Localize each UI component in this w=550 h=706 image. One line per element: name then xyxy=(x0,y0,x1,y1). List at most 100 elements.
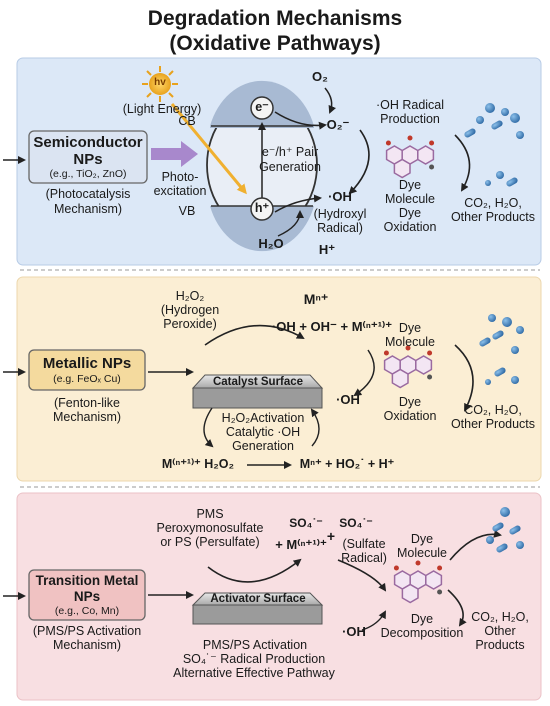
hydroxyl-label-2: Radical) xyxy=(317,221,363,235)
hole-to-oh-arrow xyxy=(274,194,322,213)
dye-label-2: Molecule xyxy=(384,192,436,206)
pms-to-so4-arrow xyxy=(207,558,302,583)
dye-molecule-icon-1 xyxy=(385,135,435,179)
products-label-2a: CO₂, H₂O, xyxy=(464,403,522,417)
product-particles-1 xyxy=(464,103,524,187)
mn-label: Mⁿ⁺ xyxy=(303,291,329,307)
pms-label-1: PMS xyxy=(196,507,224,521)
dye3-label-2: Molecule xyxy=(396,546,448,560)
dye3-label-4: Decomposition xyxy=(380,626,464,640)
electron-circle xyxy=(250,96,274,120)
dye3-to-products-arrow-2 xyxy=(447,589,467,627)
oh-label-2: ·OH xyxy=(336,392,360,407)
electron-to-o2-arrow xyxy=(274,111,327,130)
cb-label: CB xyxy=(178,114,196,128)
h2o2-label-1: H₂O₂ xyxy=(175,289,205,303)
fenton-eq-left: M⁽ⁿ⁺¹⁾⁺ H₂O₂ xyxy=(161,457,235,471)
dye3-label-3: Dye xyxy=(410,612,434,626)
pms-label-3: or PS (Persulfate) xyxy=(160,535,260,549)
pms-mechanism-2: Mechanism) xyxy=(52,638,122,652)
sulfate-label-1: (Sulfate xyxy=(342,537,386,551)
main-subtitle: (Oxidative Pathways) xyxy=(169,32,381,55)
radical-production-label-1: ·OH Radical xyxy=(375,98,445,112)
activation-label-2: Catalytic ·OH xyxy=(225,425,301,439)
pms-bottom-2: SO₄˙⁻ Radical Production xyxy=(182,652,326,666)
dye-label-3: Dye xyxy=(398,206,422,220)
oh-label-3: ·OH xyxy=(342,624,366,639)
hv-label: hv xyxy=(154,77,166,88)
regeneration-left-arrow xyxy=(203,407,214,448)
plus-metal-label: + M⁽ⁿ⁺¹⁾⁺ xyxy=(275,537,327,552)
catalyst-surface-label: Catalyst Surface xyxy=(212,376,304,388)
photo-excitation-label-2: excitation xyxy=(153,184,207,198)
dye-label-4: Oxidation xyxy=(383,220,437,234)
band-diagram xyxy=(206,80,318,252)
products-label-1a: CO₂, H₂O, xyxy=(464,196,522,210)
activator-surface-label: Activator Surface xyxy=(210,593,306,605)
catalyst-surface-slab xyxy=(191,374,324,409)
products-label-3b: Other xyxy=(484,624,516,638)
o2-to-superoxide-arrow xyxy=(324,87,336,114)
semiconductor-mechanism-2: Mechanism) xyxy=(53,202,123,216)
dye2-label-1: Dye xyxy=(398,321,422,335)
sun-icon xyxy=(142,66,178,102)
oh-loop-arrow xyxy=(353,349,375,397)
h2o-label: H₂O xyxy=(258,236,284,251)
light-ray xyxy=(170,103,247,195)
product-particles-2 xyxy=(479,314,524,385)
dye2-label-2: Molecule xyxy=(384,335,436,349)
dye3-to-products-arrow xyxy=(449,529,502,561)
semiconductor-title-2: NPs xyxy=(73,151,103,168)
activator-surface-slab xyxy=(191,592,324,625)
h2o-to-hole-arrow xyxy=(277,210,304,237)
fenton-mechanism-2: Mechanism) xyxy=(52,410,122,424)
metallic-np-box xyxy=(28,349,146,391)
transition-metal-title-2: NPs xyxy=(73,589,101,604)
radical-production-label-2: Production xyxy=(380,112,440,126)
photo-excitation-arrow xyxy=(151,141,198,167)
main-title: Degradation Mechanisms xyxy=(147,7,403,30)
pair-label-2: Generation xyxy=(259,160,321,174)
dye2-to-products-arrow xyxy=(454,344,474,412)
h2o2-label-2: (Hydrogen xyxy=(160,303,220,317)
products-label-2b: Other Products xyxy=(450,417,536,431)
dye1-to-products-arrow xyxy=(454,134,471,192)
products-label-3a: CO₂, H₂O, xyxy=(471,610,529,624)
so4-label-b: SO₄˙⁻ xyxy=(339,516,373,530)
activation-label-3: Generation xyxy=(232,439,294,453)
semiconductor-mechanism-1: (Photocatalysis xyxy=(45,187,131,201)
products-label-1b: Other Products xyxy=(450,210,536,224)
h2o2-to-oh-arrow xyxy=(204,324,305,346)
light-energy-label: (Light Energy) xyxy=(122,102,202,116)
electron-label: e⁻ xyxy=(255,100,269,114)
hydroxyl-label-1: (Hydroxyl xyxy=(313,207,367,221)
so4-label-a: SO₄˙⁻ xyxy=(289,516,323,530)
activation-label-1: H₂O₂Activation xyxy=(221,411,305,425)
dye2-label-3: Dye xyxy=(398,395,422,409)
semiconductor-np-box xyxy=(28,130,148,184)
h-plus-label: H⁺ xyxy=(318,242,336,257)
dye-molecule-icon-2 xyxy=(383,345,433,389)
regeneration-right-arrow xyxy=(310,408,320,447)
fenton-eq-right: Mⁿ⁺ + HO₂˙ + H⁺ xyxy=(299,457,395,471)
fenton-mechanism-1: (Fenton-like xyxy=(54,396,120,410)
vb-label: VB xyxy=(178,204,196,218)
sulfate-to-dye-arrow xyxy=(337,559,387,592)
dye-molecule-icon-3 xyxy=(393,560,443,604)
pms-bottom-1: PMS/PS Activation xyxy=(202,638,308,652)
pms-bottom-3: Alternative Effective Pathway xyxy=(173,666,335,680)
semiconductor-example: (e.g., TiO₂, ZnO) xyxy=(49,168,127,180)
semiconductor-title: Semiconductor xyxy=(33,134,143,151)
o2-label: O₂ xyxy=(312,69,328,84)
metallic-np-example: (e.g. FeOₓ Cu) xyxy=(53,373,121,385)
hole-label: h⁺ xyxy=(254,201,270,215)
oh-radical-label: ·OH xyxy=(328,189,352,204)
transition-metal-title-1: Transition Metal xyxy=(35,573,139,588)
transition-metal-np-box xyxy=(28,569,146,621)
dye-label-1: Dye xyxy=(398,178,422,192)
metallic-np-title: Metallic NPs xyxy=(42,355,132,372)
plus-label: + xyxy=(326,528,336,544)
product-particles-3 xyxy=(486,507,524,553)
hole-circle xyxy=(250,197,274,221)
photo-excitation-label-1: Photo- xyxy=(161,170,199,184)
